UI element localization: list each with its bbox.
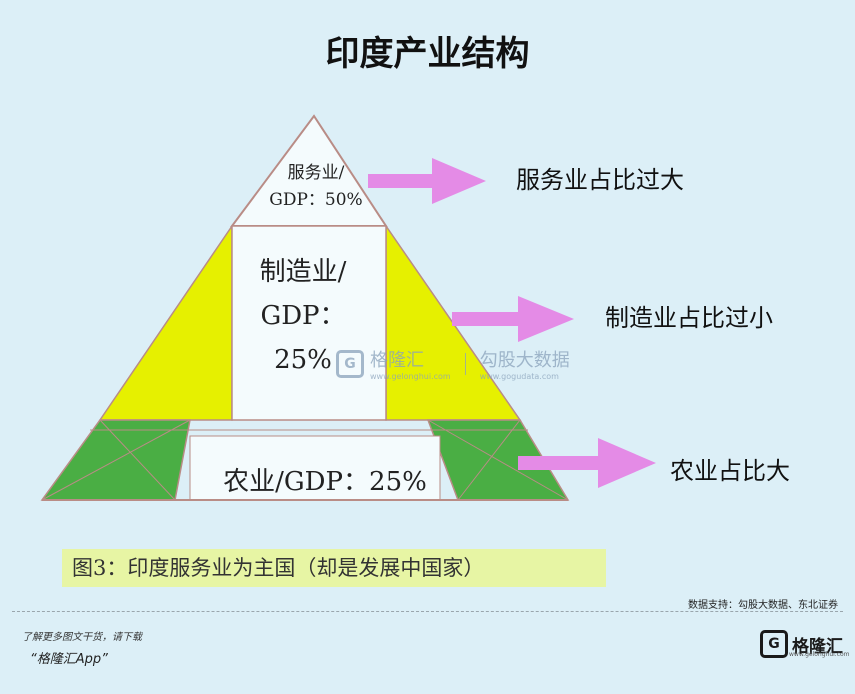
- manufacturing-center: [231, 225, 387, 421]
- agriculture-label: 农业/GDP：25%: [223, 467, 427, 497]
- agriculture-center: [189, 435, 441, 501]
- service-label-line1: 服务业/: [287, 163, 345, 183]
- arrow-service: [368, 158, 486, 204]
- arrow-manufacturing: [452, 296, 574, 342]
- watermark-brand: 格隆汇: [370, 350, 424, 371]
- arrow-label-service: 服务业占比过大: [516, 166, 684, 194]
- watermark-product: 勾股大数据: [479, 350, 570, 371]
- manufacturing-label-line1: 制造业/: [259, 257, 347, 287]
- arrow-label-agriculture: 农业占比大: [670, 457, 790, 485]
- manufacturing-label-line3: 25%: [274, 345, 332, 375]
- watermark-brand-url: www.gelonghui.com: [370, 372, 451, 381]
- service-label: 服务业/ GDP：50%: [262, 160, 370, 214]
- arrow-agriculture: [518, 438, 656, 488]
- figure-caption: 图3：印度服务业为主国（却是发展中国家）: [62, 549, 606, 587]
- watermark-separator: [464, 352, 466, 375]
- brand-logo[interactable]: G 格隆汇: [760, 630, 843, 658]
- watermark-logo-icon: G: [336, 349, 364, 378]
- service-label-line2: GDP：50%: [269, 190, 363, 210]
- logo-url: www.gelonghui.com: [789, 651, 850, 658]
- source-note: 数据支持：勾股大数据、东北证券: [688, 600, 838, 611]
- page-title: 印度产业结构: [325, 34, 530, 74]
- watermark-url: www.gogudata.com: [479, 372, 559, 381]
- g-logo-icon: G: [760, 630, 788, 658]
- manufacturing-label: 制造业/ GDP： 25%: [238, 250, 368, 382]
- footer-app-name: “格隆汇App”: [30, 652, 108, 667]
- arrow-label-manufacturing: 制造业占比过小: [605, 304, 773, 332]
- manufacturing-left-wedge: [98, 223, 233, 421]
- footer-divider: [12, 611, 843, 612]
- watermark: G 格隆汇 www.gelonghui.com 勾股大数据 www.goguda…: [336, 346, 570, 381]
- manufacturing-label-line2: GDP：: [260, 301, 346, 331]
- footer-promo-text: 了解更多图文干货，请下载: [22, 632, 142, 643]
- logo-text: 格隆汇: [792, 636, 843, 657]
